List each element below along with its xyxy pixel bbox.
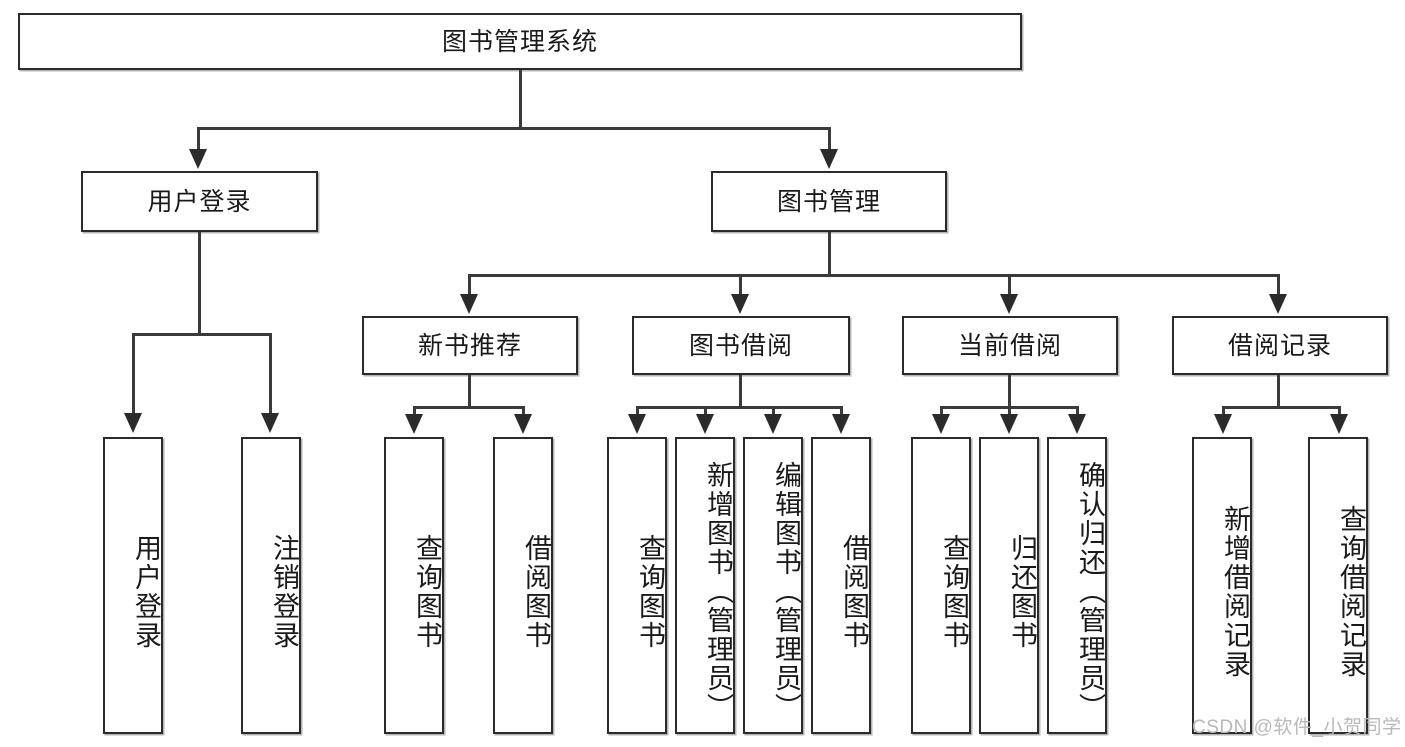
edge-current-borrow-to-leaf-3 <box>1076 406 1079 418</box>
node-borrow-record[interactable]: 借阅记录 <box>1172 316 1388 375</box>
arrow-to-leaf-user-login <box>124 413 142 433</box>
edge-book-manage-bus <box>468 274 1280 277</box>
arrow-to-book-borrow <box>731 294 749 314</box>
arrow-to-leaf-query-book-2 <box>628 414 646 434</box>
edge-user-login-bus <box>132 333 271 336</box>
edge-book-manage-to-current-borrow <box>1008 274 1011 297</box>
node-new-book-recommend[interactable]: 新书推荐 <box>362 316 578 375</box>
edge-borrow-record-to-leaf-1 <box>1222 406 1225 418</box>
node-current-borrow[interactable]: 当前借阅 <box>902 316 1118 375</box>
edge-new-book-stem <box>468 375 471 408</box>
leaf-user-logout[interactable]: 注销登录 <box>241 437 301 734</box>
arrow-to-leaf-query-record <box>1330 414 1348 434</box>
arrow-to-new-book-recommend <box>460 294 478 314</box>
arrow-to-user-login <box>189 149 207 169</box>
edge-borrow-record-bus <box>1222 406 1341 409</box>
edge-book-borrow-stem <box>739 375 742 408</box>
leaf-add-book[interactable]: 新增图书（管理员） <box>675 437 735 734</box>
edge-current-borrow-stem <box>1008 375 1011 408</box>
arrow-to-leaf-query-book-3 <box>932 414 950 434</box>
edge-book-manage-to-book-borrow <box>739 274 742 297</box>
leaf-add-record[interactable]: 新增借阅记录 <box>1192 437 1252 734</box>
leaf-query-book-2[interactable]: 查询图书 <box>607 437 667 734</box>
arrow-to-leaf-query-book-1 <box>405 414 423 434</box>
edge-root-to-book-manage <box>828 127 831 152</box>
edge-user-login-stem <box>198 232 201 335</box>
leaf-borrow-book-1[interactable]: 借阅图书 <box>493 437 553 734</box>
leaf-confirm-return[interactable]: 确认归还（管理员） <box>1047 437 1107 734</box>
edge-user-login-to-leaf-2 <box>269 333 272 416</box>
arrow-to-leaf-borrow-book-1 <box>514 414 532 434</box>
leaf-edit-book[interactable]: 编辑图书（管理员） <box>743 437 803 734</box>
edge-root-stem <box>519 70 522 129</box>
edge-borrow-record-stem <box>1277 375 1280 408</box>
edge-new-book-to-leaf-2 <box>522 406 525 418</box>
edge-current-borrow-to-leaf-1 <box>940 406 943 418</box>
leaf-query-record[interactable]: 查询借阅记录 <box>1308 437 1368 734</box>
edge-root-bus <box>197 127 831 130</box>
leaf-query-book-3[interactable]: 查询图书 <box>911 437 971 734</box>
node-user-login[interactable]: 用户登录 <box>81 171 318 232</box>
node-root-system[interactable]: 图书管理系统 <box>18 13 1022 70</box>
edge-book-manage-stem <box>828 232 831 276</box>
edge-book-manage-to-new-book <box>468 274 471 297</box>
csdn-watermark: CSDN @软件_小贺同学 <box>1192 717 1402 738</box>
edge-book-manage-to-borrow-record <box>1277 274 1280 297</box>
arrow-to-current-borrow <box>1000 294 1018 314</box>
arrow-to-leaf-return-book <box>1000 414 1018 434</box>
arrow-to-leaf-confirm-return <box>1068 414 1086 434</box>
arrow-to-leaf-borrow-book-2 <box>832 414 850 434</box>
edge-new-book-to-leaf-1 <box>413 406 416 418</box>
leaf-query-book-1[interactable]: 查询图书 <box>384 437 444 734</box>
leaf-user-login[interactable]: 用户登录 <box>103 437 163 734</box>
edge-borrow-record-to-leaf-2 <box>1338 406 1341 418</box>
edge-book-borrow-to-leaf-1 <box>636 406 639 418</box>
node-book-manage[interactable]: 图书管理 <box>711 171 947 232</box>
arrow-to-book-manage <box>820 149 838 169</box>
edge-user-login-to-leaf-1 <box>132 333 135 416</box>
arrow-to-borrow-record <box>1269 294 1287 314</box>
edge-root-to-user-login <box>197 127 200 152</box>
arrow-to-leaf-add-record <box>1214 414 1232 434</box>
arrow-to-leaf-user-logout <box>261 413 279 433</box>
edge-new-book-bus <box>413 406 525 409</box>
leaf-return-book[interactable]: 归还图书 <box>979 437 1039 734</box>
leaf-borrow-book-2[interactable]: 借阅图书 <box>811 437 871 734</box>
edge-book-borrow-to-leaf-4 <box>840 406 843 418</box>
node-book-borrow[interactable]: 图书借阅 <box>632 316 850 375</box>
edge-book-borrow-to-leaf-2 <box>704 406 707 418</box>
arrow-to-leaf-edit-book <box>764 414 782 434</box>
arrow-to-leaf-add-book <box>696 414 714 434</box>
edge-book-borrow-bus <box>636 406 843 409</box>
edge-current-borrow-to-leaf-2 <box>1008 406 1011 418</box>
edge-book-borrow-to-leaf-3 <box>772 406 775 418</box>
